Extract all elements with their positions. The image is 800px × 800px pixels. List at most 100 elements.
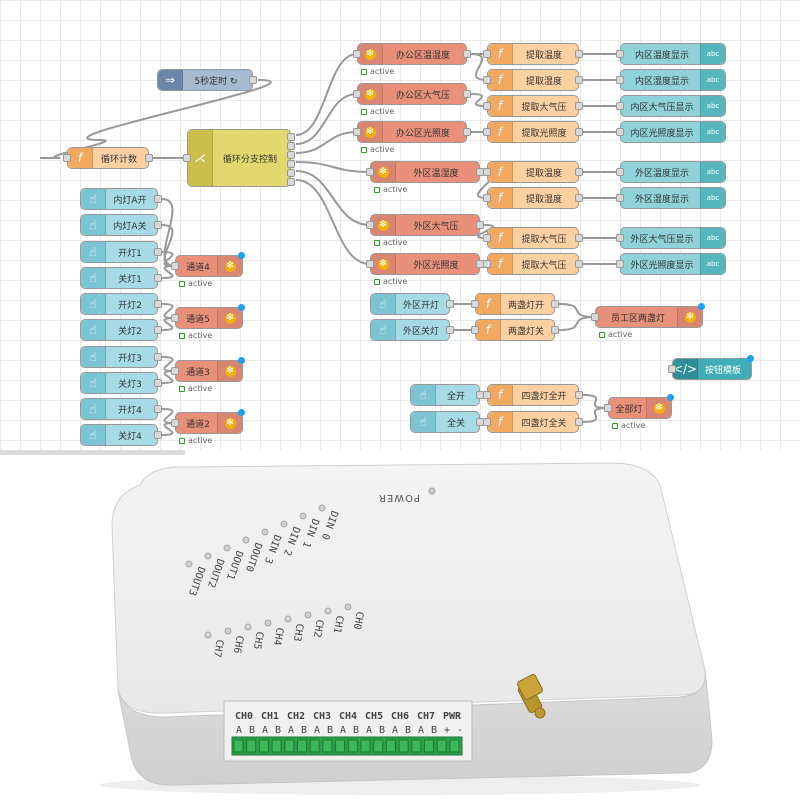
channel-output-node[interactable]: ✻通道4	[171, 252, 245, 277]
output-port[interactable]	[145, 154, 153, 162]
input-port[interactable]	[471, 326, 479, 334]
button-node[interactable]: ☝内灯A开	[80, 188, 162, 210]
wire[interactable]	[295, 179, 371, 265]
input-port[interactable]	[171, 367, 179, 375]
input-port[interactable]	[171, 419, 179, 427]
output-port[interactable]	[287, 160, 295, 168]
outdoor-button-node[interactable]: ☝外区开灯	[370, 293, 454, 315]
output-port[interactable]	[154, 221, 162, 229]
button-node[interactable]: ☝开灯1	[80, 241, 162, 263]
wire[interactable]	[161, 317, 176, 331]
output-port[interactable]	[575, 50, 583, 58]
input-port[interactable]	[353, 128, 361, 136]
input-port[interactable]	[616, 234, 624, 242]
wire[interactable]	[161, 370, 176, 384]
output-port[interactable]	[154, 379, 162, 387]
input-port[interactable]	[471, 300, 479, 308]
input-port[interactable]	[483, 128, 491, 136]
staff-lights-output-node[interactable]: ✻员工区两盏灯	[591, 303, 705, 328]
input-port[interactable]	[616, 128, 624, 136]
output-port[interactable]	[154, 195, 162, 203]
mqtt-in-node[interactable]: ✻办公区温湿度	[353, 43, 471, 65]
outdoor-button-node[interactable]: ☝外区关灯	[370, 319, 454, 341]
output-port[interactable]	[575, 194, 583, 202]
output-port[interactable]	[154, 405, 162, 413]
all-button-node[interactable]: ☝全开	[410, 384, 484, 406]
wire[interactable]	[161, 265, 176, 279]
input-port[interactable]	[366, 168, 374, 176]
output-port[interactable]	[575, 168, 583, 176]
mqtt-in-node[interactable]: ✻外区大气压	[366, 214, 484, 236]
input-port[interactable]	[483, 50, 491, 58]
output-port[interactable]	[249, 76, 257, 84]
input-port[interactable]	[616, 260, 624, 268]
wire[interactable]	[295, 93, 358, 145]
output-port[interactable]	[463, 90, 471, 98]
output-port[interactable]	[575, 260, 583, 268]
output-port[interactable]	[154, 300, 162, 308]
input-port[interactable]	[616, 50, 624, 58]
output-port[interactable]	[463, 50, 471, 58]
output-port[interactable]	[551, 300, 559, 308]
all-lights-output-node[interactable]: ✻全部灯	[604, 394, 674, 419]
wire[interactable]	[86, 79, 272, 141]
inject-node[interactable]: ⇒ 5秒定时 ↻	[157, 69, 257, 91]
output-port[interactable]	[575, 391, 583, 399]
wire[interactable]	[161, 224, 176, 267]
output-port[interactable]	[287, 178, 295, 186]
input-port[interactable]	[483, 391, 491, 399]
input-port[interactable]	[366, 260, 374, 268]
template-node[interactable]: </>按钮模板	[668, 355, 754, 380]
channel-output-node[interactable]: ✻通道5	[171, 304, 245, 329]
input-port[interactable]	[483, 102, 491, 110]
output-port[interactable]	[463, 128, 471, 136]
channel-output-node[interactable]: ✻通道2	[171, 409, 245, 434]
wire[interactable]	[470, 93, 488, 107]
input-port[interactable]	[616, 102, 624, 110]
wire[interactable]	[477, 224, 494, 239]
input-port[interactable]	[483, 194, 491, 202]
input-port[interactable]	[616, 194, 624, 202]
mqtt-in-node[interactable]: ✻办公区光照度	[353, 121, 471, 143]
mqtt-in-node[interactable]: ✻办公区大气压	[353, 83, 471, 105]
wire[interactable]	[558, 303, 596, 318]
input-port[interactable]	[604, 404, 612, 412]
output-port[interactable]	[575, 418, 583, 426]
wire[interactable]	[558, 316, 596, 331]
button-node[interactable]: ☝关灯1	[80, 267, 162, 289]
input-port[interactable]	[353, 90, 361, 98]
input-port[interactable]	[616, 76, 624, 84]
output-port[interactable]	[575, 128, 583, 136]
output-port[interactable]	[551, 326, 559, 334]
button-node[interactable]: ☝开灯3	[80, 346, 162, 368]
channel-output-node[interactable]: ✻通道3	[171, 357, 245, 382]
output-port[interactable]	[446, 326, 454, 334]
wire[interactable]	[161, 422, 176, 436]
button-node[interactable]: ☝关灯2	[80, 319, 162, 341]
wire[interactable]	[582, 407, 609, 423]
button-node[interactable]: ☝关灯3	[80, 372, 162, 394]
output-port[interactable]	[154, 248, 162, 256]
input-port[interactable]	[668, 365, 676, 373]
output-port[interactable]	[575, 102, 583, 110]
output-port[interactable]	[476, 221, 484, 229]
input-port[interactable]	[63, 154, 71, 162]
button-node[interactable]: ☝内灯A关	[80, 214, 162, 236]
button-node[interactable]: ☝关灯4	[80, 424, 162, 446]
wire[interactable]	[295, 170, 371, 226]
input-port[interactable]	[171, 262, 179, 270]
output-port[interactable]	[575, 234, 583, 242]
wire[interactable]	[295, 161, 371, 173]
